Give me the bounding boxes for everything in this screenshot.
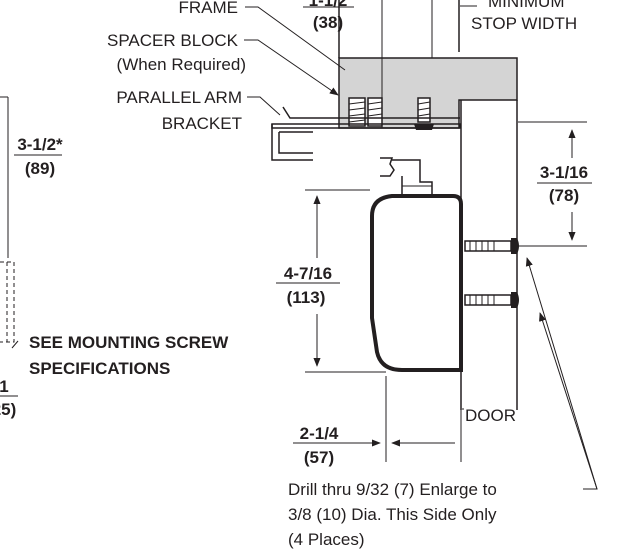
spacer-block-leader-line — [244, 39, 339, 96]
parallel-arm-label: PARALLEL ARM — [116, 88, 242, 107]
mounting-screw-leader-line — [11, 340, 19, 349]
drill-leader-line — [539, 312, 598, 490]
door — [460, 100, 518, 410]
spacer-block-label: SPACER BLOCK — [107, 31, 239, 50]
dimension-right-mm: (78) — [549, 186, 579, 205]
dimension-partial-inches: 1 — [0, 377, 9, 396]
dimension-height-inches: 4-7/16 — [284, 264, 332, 283]
drill-leader-line — [525, 257, 598, 490]
door-label: DOOR — [465, 406, 516, 425]
through-bolt — [464, 292, 519, 308]
frame-head — [338, 0, 460, 58]
dimension-left-mm: (89) — [25, 159, 55, 178]
see-mounting-screw-label: SEE MOUNTING SCREW — [29, 333, 229, 352]
spacer-block-note: (When Required) — [117, 55, 246, 74]
drill-note-line-3: (4 Places) — [288, 530, 365, 549]
frame-leader-line — [245, 6, 346, 71]
minimum-label: MINIMUM — [488, 0, 564, 11]
bracket-screw — [348, 97, 366, 127]
specifications-label: SPECIFICATIONS — [29, 359, 170, 378]
dimension-2-1-4 — [293, 376, 462, 462]
drill-note-line-1: Drill thru 9/32 (7) Enlarge to — [288, 480, 497, 499]
dimension-3-1-16 — [518, 121, 592, 247]
left-dashed-screw — [0, 261, 15, 343]
parallel-arm-leader-line — [247, 96, 281, 116]
dimension-left-inches: 3-1/2* — [17, 135, 63, 154]
dimension-top-inches: 1-1/2 — [309, 0, 348, 10]
closer-body — [370, 194, 463, 372]
dimension-right-inches: 3-1/16 — [540, 163, 588, 182]
frame-label: FRAME — [179, 0, 239, 17]
dimension-bottom-mm: (57) — [304, 448, 334, 467]
dimension-4-7-16 — [276, 189, 386, 373]
dimension-partial-mm: 25) — [0, 400, 16, 419]
stop-width-label: STOP WIDTH — [471, 14, 577, 33]
through-bolt — [464, 238, 519, 254]
bracket-label: BRACKET — [162, 114, 242, 133]
parallel-arm-bracket — [271, 106, 461, 161]
arm-shoe — [380, 157, 433, 197]
dimension-height-mm: (113) — [287, 288, 326, 307]
dimension-3-1-2 — [0, 96, 62, 258]
dimension-top-mm: (38) — [313, 13, 343, 32]
drill-note-line-2: 3/8 (10) Dia. This Side Only — [288, 505, 497, 524]
bracket-screw — [367, 97, 383, 127]
dimension-bottom-inches: 2-1/4 — [300, 424, 339, 443]
